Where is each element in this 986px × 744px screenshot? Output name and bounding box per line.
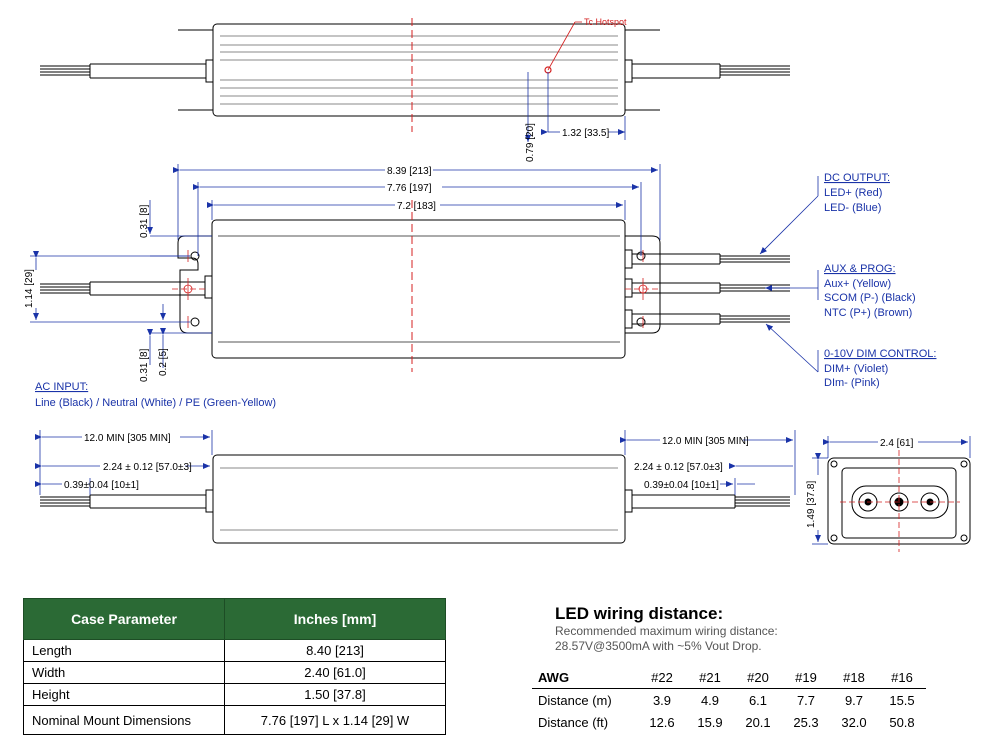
awg-cell: 25.3 (793, 714, 819, 730)
case-param-label: Nominal Mount Dimensions (23, 705, 225, 735)
dim-control-line-2: DIm- (Pink) (824, 377, 880, 389)
awg-row-label: Distance (m) (538, 692, 612, 708)
awg-col-header: #21 (686, 666, 734, 689)
table-row: Length 8.40 [213] (23, 639, 446, 662)
case-param-value: 2.40 [61.0] (224, 661, 446, 684)
table-row: Nominal Mount Dimensions 7.76 [197] L x … (23, 705, 446, 735)
dim-control-title: 0-10V DIM CONTROL: (824, 348, 936, 360)
table-row: Distance (ft) 12.6 15.9 20.1 25.3 32.0 5… (532, 711, 926, 733)
case-param-label: Height (23, 683, 225, 706)
tc-hotspot-label: Tc Hotspot (584, 17, 627, 27)
led-wiring-section: LED wiring distance: Recommended maximum… (555, 604, 955, 654)
dim-224-right: 2.24 ± 0.12 [57.0±3] (634, 462, 723, 473)
case-param-value: 1.50 [37.8] (224, 683, 446, 706)
ac-input-line: Line (Black) / Neutral (White) / PE (Gre… (35, 397, 276, 409)
awg-col-header: #22 (638, 666, 686, 689)
dim-224-left: 2.24 ± 0.12 [57.0±3] (103, 462, 192, 473)
awg-col-header: #19 (782, 666, 830, 689)
dim-132: 1.32 [33.5] (562, 128, 609, 139)
aux-prog-line-2: SCOM (P-) (Black) (824, 292, 916, 304)
case-header-param: Case Parameter (23, 598, 225, 640)
wiring-distance-table: AWG #22 #21 #20 #19 #18 #16 Distance (m)… (532, 666, 926, 733)
dc-output-title: DC OUTPUT: (824, 172, 890, 184)
dim-12-left: 12.0 MIN [305 MIN] (84, 433, 171, 444)
dc-output-line-2: LED- (Blue) (824, 202, 881, 214)
top-view (40, 18, 790, 132)
wiring-subtitle-line-1: Recommended maximum wiring distance: (555, 624, 778, 638)
dim-039-right: 0.39±0.04 [10±1] (644, 480, 719, 491)
dim-039-left: 0.39±0.04 [10±1] (64, 480, 139, 491)
awg-cell: 6.1 (748, 692, 768, 708)
awg-cell: 12.6 (649, 714, 675, 730)
awg-header: AWG (532, 666, 638, 689)
mechanical-drawing: Tc Hotspot 0.79 [20] 1.32 [33.5] (24, 17, 971, 552)
dim-12-right: 12.0 MIN [305 MIN] (662, 436, 749, 447)
aux-prog-line-3: NTC (P+) (Brown) (824, 307, 912, 319)
awg-cell: 4.9 (700, 692, 720, 708)
awg-col-header: #20 (734, 666, 782, 689)
awg-col-header: #16 (878, 666, 926, 689)
case-parameter-table: Case Parameter Inches [mm] Length 8.40 [… (23, 598, 446, 735)
front-view (40, 200, 790, 372)
dim-776: 7.76 [197] (387, 183, 432, 194)
awg-cell: 3.9 (652, 692, 672, 708)
dim-72: 7.2 [183] (397, 201, 436, 212)
dim-149: 1.49 [37.8] (806, 481, 817, 528)
side-view (40, 454, 790, 544)
awg-row-label: Distance (ft) (538, 714, 609, 730)
dim-24: 2.4 [61] (880, 438, 914, 449)
table-row: Width 2.40 [61.0] (23, 661, 446, 684)
awg-cell: 32.0 (841, 714, 867, 730)
dim-031-bot: 0.31 [8] (139, 348, 150, 382)
dim-839: 8.39 [213] (387, 166, 432, 177)
table-row: Distance (m) 3.9 4.9 6.1 7.7 9.7 15.5 (532, 689, 926, 712)
dim-031-top: 0.31 [8] (139, 204, 150, 238)
case-param-value: 8.40 [213] (224, 639, 446, 662)
case-param-value: 7.76 [197] L x 1.14 [29] W (224, 705, 446, 735)
aux-prog-title: AUX & PROG: (824, 263, 896, 275)
table-row: Height 1.50 [37.8] (23, 683, 446, 706)
awg-cell: 50.8 (889, 714, 915, 730)
case-param-label: Length (23, 639, 225, 662)
dim-02: 0.2 [5] (158, 348, 169, 376)
ac-input-title: AC INPUT: (35, 381, 88, 393)
case-param-label: Width (23, 661, 225, 684)
awg-cell: 15.5 (889, 692, 915, 708)
case-header-value: Inches [mm] (224, 598, 446, 640)
awg-cell: 15.9 (697, 714, 723, 730)
aux-prog-line-1: Aux+ (Yellow) (824, 278, 891, 290)
wiring-subtitle-line-2: 28.57V@3500mA with ~5% Vout Drop. (555, 639, 762, 653)
dim-114: 1.14 [29] (24, 269, 35, 308)
dc-output-line-1: LED+ (Red) (824, 187, 882, 199)
awg-col-header: #18 (830, 666, 878, 689)
awg-cell: 7.7 (796, 692, 816, 708)
dim-079: 0.79 [20] (525, 123, 536, 162)
wiring-title: LED wiring distance: (555, 604, 724, 623)
awg-cell: 20.1 (745, 714, 771, 730)
awg-cell: 9.7 (844, 692, 864, 708)
dim-control-line-1: DIM+ (Violet) (824, 363, 888, 375)
